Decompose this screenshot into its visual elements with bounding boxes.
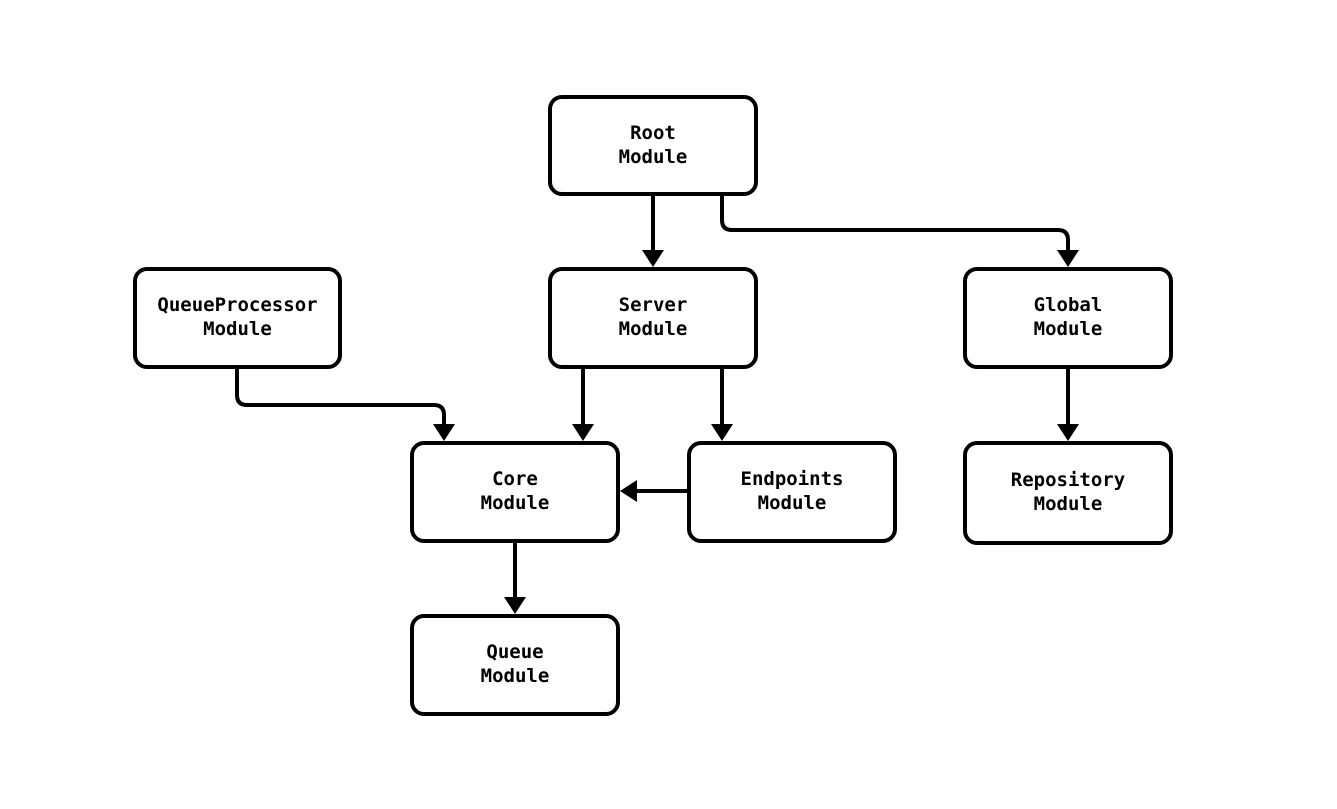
arrowhead-server-core	[572, 424, 594, 441]
node-label-secondary: Module	[1033, 493, 1103, 515]
node-label-primary: Root	[630, 121, 676, 144]
arrowhead-queueprocessor-core	[433, 424, 455, 441]
node-label-secondary: Module	[618, 318, 688, 340]
arrowhead-root-server	[642, 250, 664, 267]
node-label-secondary: Module	[203, 318, 272, 340]
node-label-secondary: Module	[757, 492, 827, 514]
node-label-secondary: Module	[1033, 318, 1103, 340]
edge-queueprocessor-core	[235, 369, 446, 433]
arrowhead-server-endpoints	[711, 424, 733, 441]
node-label-primary: Core	[492, 468, 538, 491]
node-label-primary: QueueProcessor	[157, 294, 318, 317]
arrowhead-global-repository	[1057, 424, 1079, 441]
node-label-secondary: Module	[480, 492, 550, 514]
node-label-primary: Server	[618, 294, 688, 317]
arrowhead-root-global	[1057, 250, 1079, 267]
arrowhead-core-queue	[504, 597, 526, 614]
node-label-primary: Global	[1033, 294, 1103, 317]
node-label-primary: Endpoints	[740, 468, 844, 491]
arrowhead-endpoints-core	[620, 480, 637, 502]
node-label-primary: Repository	[1010, 469, 1126, 492]
edge-root-global	[720, 196, 1070, 259]
node-label-primary: Queue	[486, 641, 544, 664]
node-label-secondary: Module	[618, 145, 688, 168]
node-label-secondary: Module	[480, 665, 550, 687]
